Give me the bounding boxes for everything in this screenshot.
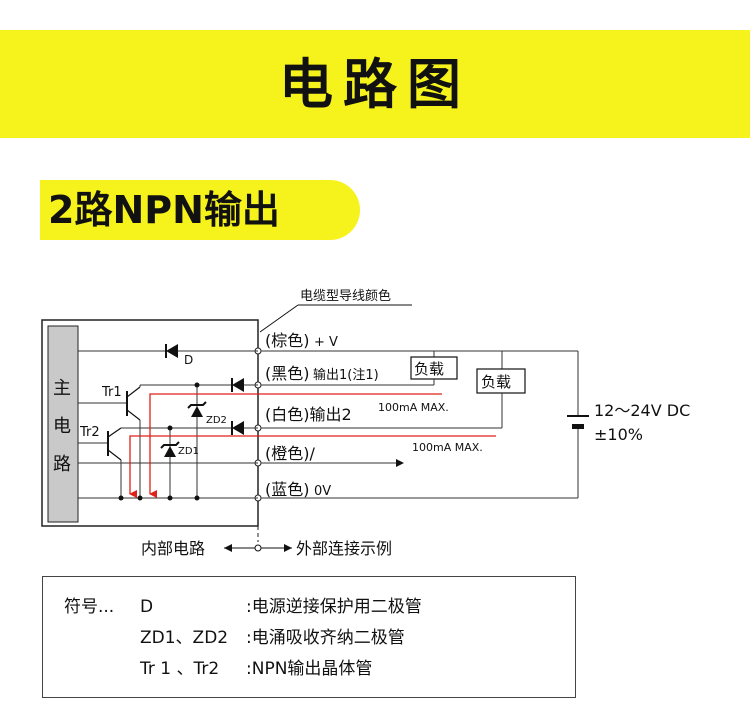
legend-key-tr: Tr 1 、Tr2	[140, 659, 220, 679]
main-circuit-block	[47, 325, 79, 523]
supply-voltage: 12～24V DC	[594, 401, 690, 420]
main-circuit-char-1: 主	[53, 378, 71, 399]
legend-symbol-label: 符号...	[64, 597, 115, 617]
diode-out1-icon	[232, 378, 244, 392]
tr1-collector	[126, 386, 141, 398]
boundary-arrow-right	[284, 544, 292, 552]
load-2-label: 负载	[481, 373, 511, 391]
header-banner	[0, 30, 750, 138]
supply-tolerance: ±10%	[594, 425, 643, 444]
current-path-2	[129, 435, 496, 498]
tr1-emitter	[126, 409, 141, 421]
wire-white-label: (白色)输出2	[265, 405, 352, 424]
legend-box	[42, 576, 576, 698]
page-title: 电路图	[279, 53, 471, 116]
zener-zd2-icon	[191, 406, 203, 417]
boundary-arrow-left	[224, 544, 232, 552]
boundary-node	[254, 544, 262, 552]
orange-arrow-head	[396, 459, 404, 467]
cable-color-label: 电缆型导线颜色	[300, 288, 391, 304]
wire-brown-suffix: + V	[314, 335, 338, 350]
legend-desc-zd: :电涌吸收齐纳二极管	[246, 628, 405, 648]
diode-out2-icon	[232, 421, 244, 435]
cable-label-leader	[259, 304, 299, 333]
junction-dot	[167, 425, 173, 431]
wire-brown-label: (棕色)	[265, 331, 310, 350]
tr2-label: Tr2	[79, 425, 100, 440]
external-connection-label: 外部连接示例	[296, 539, 392, 558]
wire-black-label: (黑色)	[265, 364, 310, 383]
wire-blue-label: (蓝色)	[265, 480, 310, 499]
current-label-1: 100mA MAX.	[378, 401, 449, 414]
section-tag	[40, 180, 360, 240]
load-1-label: 负载	[414, 360, 444, 378]
legend-desc-tr: :NPN输出晶体管	[246, 659, 373, 679]
circuit-diagram: 电缆型导线颜色 主 电 路 (棕色) + V (黑色) 输出1(注1) (白色)…	[41, 288, 690, 558]
zd1-label: ZD1	[178, 446, 199, 457]
zener-zd1-icon	[164, 446, 176, 457]
load-2-box	[476, 368, 526, 394]
junction-dot	[194, 382, 200, 388]
internal-circuit-label: 内部电路	[141, 539, 205, 558]
wire-orange-label: (橙色)/	[265, 444, 315, 463]
legend-key-zd: ZD1、ZD2	[140, 628, 229, 648]
junction-dot	[137, 495, 143, 501]
current-label-2: 100mA MAX.	[412, 441, 483, 454]
tr1-label: Tr1	[101, 385, 122, 400]
main-circuit-char-3: 路	[53, 454, 71, 475]
tr2-collector	[107, 427, 122, 438]
diode-d-label: D	[184, 353, 193, 367]
wire-blue-suffix: 0V	[314, 484, 331, 499]
junction-dot	[194, 495, 200, 501]
junction-dot	[167, 495, 173, 501]
wire-black-suffix: 输出1(注1)	[313, 367, 379, 383]
zener-zd1-bar	[160, 441, 180, 449]
main-circuit-char-2: 电	[53, 416, 71, 437]
tr2-emitter	[107, 449, 122, 461]
current-path-1	[149, 393, 442, 498]
diode-d-icon	[166, 344, 178, 358]
section-title: 2路NPN输出	[48, 188, 280, 232]
zener-zd2-bar	[187, 401, 207, 409]
battery-plate-short	[572, 424, 584, 429]
junction-dot	[118, 495, 124, 501]
zd2-label: ZD2	[206, 415, 227, 426]
legend-key-d: D	[140, 597, 154, 617]
legend-desc-d: :电源逆接保护用二极管	[246, 597, 422, 617]
